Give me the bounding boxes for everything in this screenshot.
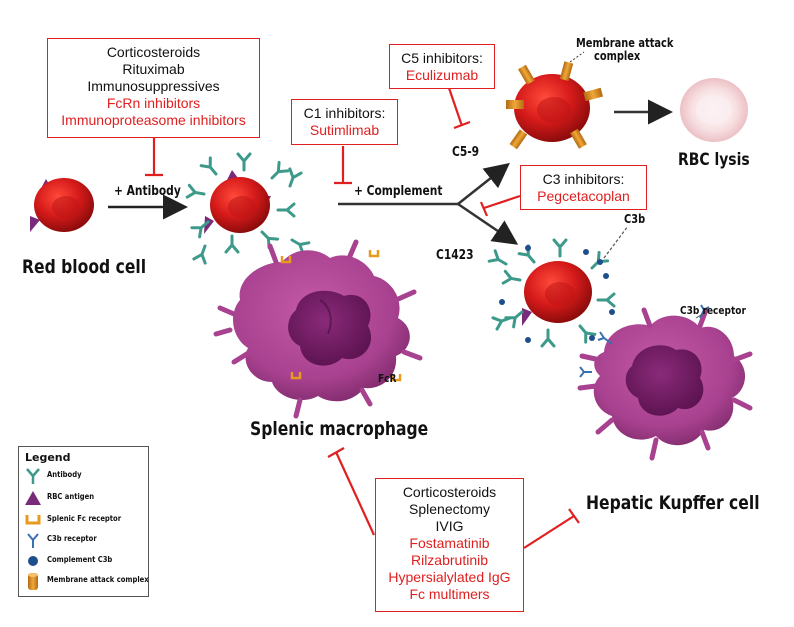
complement-arrows (338, 99, 673, 245)
red-blood-cell-label: Red blood cell (22, 256, 147, 278)
c5-9-label: C5-9 (452, 145, 480, 160)
rbc-membrane-attack (506, 51, 603, 150)
treatment-immunoproteasome-inhibitors: Immunoproteasome inhibitors (61, 112, 246, 128)
c1423-label: C1423 (436, 248, 474, 263)
c3-inhibitors-box: C3 inhibitors: Pegcetacoplan (520, 165, 647, 210)
hepatic-kupffer-cell (577, 304, 753, 461)
treatment-fc-multimers: Fc multimers (409, 586, 490, 602)
rbc-left (30, 178, 94, 232)
legend-item-rbc-antigen: RBC antigen (23, 489, 147, 507)
fc-receptor-icon (25, 515, 41, 525)
treatment-fostamatinib: Fostamatinib (409, 535, 490, 551)
legend-label: C3b receptor (47, 534, 97, 543)
c5-eculizumab: Eculizumab (405, 67, 479, 83)
legend-item-antibody: Antibody (23, 467, 147, 485)
legend-label: Splenic Fc receptor (47, 514, 122, 523)
mac-icon (28, 573, 38, 590)
fcr-label: FcR (378, 372, 397, 385)
legend-label: Antibody (47, 470, 82, 479)
bottom-treatments-box: Corticosteroids Splenectomy IVIG Fostama… (375, 478, 524, 612)
rbc-lysis-label: RBC lysis (678, 150, 750, 170)
rbc-antigen-icon (25, 491, 41, 505)
treatment-ivig: IVIG (435, 518, 464, 534)
treatment-splenectomy: Splenectomy (409, 501, 490, 517)
c3b-receptor-label: C3b receptor (680, 304, 746, 317)
legend-item-complement-c3b: Complement C3b (23, 552, 147, 570)
c5-inhibitors-box: C5 inhibitors: Eculizumab (389, 44, 495, 89)
antibody-icon (26, 468, 40, 484)
treatment-rilzabrutinib: Rilzabrutinib (410, 552, 489, 568)
legend-item-mac: Membrane attack complex (23, 572, 149, 590)
treatment-rituximab: Rituximab (122, 61, 185, 77)
mac-label-line1: Membrane attack (576, 36, 674, 50)
legend-title: Legend (25, 451, 71, 464)
plus-antibody-label: + Antibody (114, 184, 181, 199)
treatment-corticosteroids: Corticosteroids (106, 44, 201, 60)
legend-label: Membrane attack complex (47, 575, 149, 584)
c3b-receptor-icon (27, 533, 39, 548)
splenic-macrophage-label: Splenic macrophage (250, 418, 429, 440)
rbc-c3b-opsonized (487, 225, 629, 348)
treatment-hypersialylated-igg: Hypersialylated IgG (388, 569, 511, 585)
splenic-treatments-box: Corticosteroids Rituximab Immunosuppress… (47, 38, 260, 138)
c3b-label: C3b (624, 212, 646, 226)
treatment-fcrn-inhibitors: FcRn inhibitors (106, 95, 201, 111)
rbc-antibody-coated (185, 152, 311, 265)
treatment-corticosteroids-2: Corticosteroids (402, 484, 497, 500)
legend-label: RBC antigen (47, 492, 95, 501)
legend-label: Complement C3b (47, 555, 113, 564)
c5-inhibitors-heading: C5 inhibitors: (401, 50, 483, 66)
c1-sutimlimab: Sutimlimab (309, 122, 380, 138)
plus-complement-label: + Complement (354, 184, 443, 199)
complement-c3b-icon (28, 556, 38, 566)
c3-pegcetacoplan: Pegcetacoplan (537, 188, 630, 204)
treatment-immunosuppressives: Immunosuppressives (87, 78, 220, 94)
mac-label-line2: complex (594, 49, 641, 63)
inhibition-marks (145, 87, 580, 549)
legend: Legend Antibody RBC antigen Splenic Fc r… (18, 446, 149, 597)
hepatic-kupffer-label: Hepatic Kupffer cell (586, 492, 760, 514)
splenic-macrophage-cell (213, 239, 423, 419)
legend-item-fc-receptor: Splenic Fc receptor (23, 511, 147, 529)
legend-item-c3b-receptor: C3b receptor (23, 531, 147, 549)
c1-inhibitors-heading: C1 inhibitors: (303, 105, 386, 121)
c1-inhibitors-box: C1 inhibitors: Sutimlimab (291, 99, 398, 145)
rbc-lysis-ghost (680, 78, 748, 142)
c3-inhibitors-heading: C3 inhibitors: (542, 171, 625, 187)
